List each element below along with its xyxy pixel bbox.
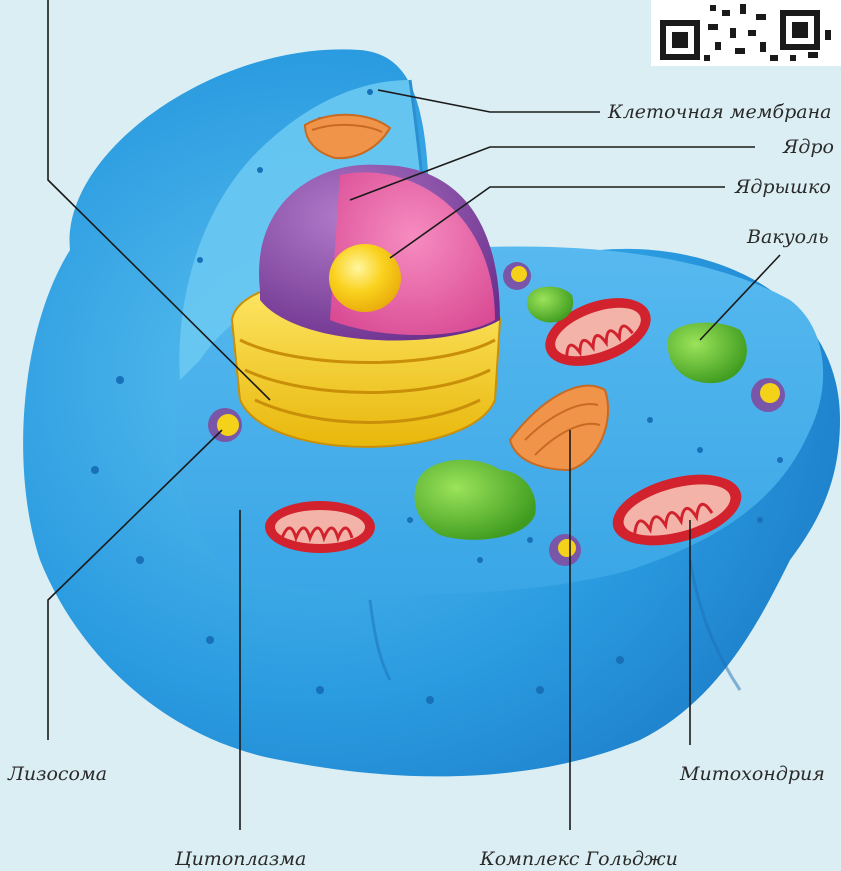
label-nucleus: Ядро [782,136,834,158]
mitochondrion-2 [265,501,375,553]
qr-code-icon [651,0,841,66]
label-mitochondrion: Митохондрия [679,763,825,785]
lysosome-4 [549,534,581,566]
lysosome-1 [208,408,242,442]
lysosome-3 [751,378,785,412]
label-cell-membrane: Клеточная мембрана [607,101,831,123]
lysosome-2 [503,262,531,290]
label-cytoplasm: Цитоплазма [174,848,306,870]
label-lysosome: Лизосома [7,763,107,785]
label-vacuole: Вакуоль [746,226,829,248]
nucleolus [329,244,401,312]
label-golgi: Комплекс Гольджи [479,848,678,870]
label-nucleolus: Ядрышко [734,176,831,198]
